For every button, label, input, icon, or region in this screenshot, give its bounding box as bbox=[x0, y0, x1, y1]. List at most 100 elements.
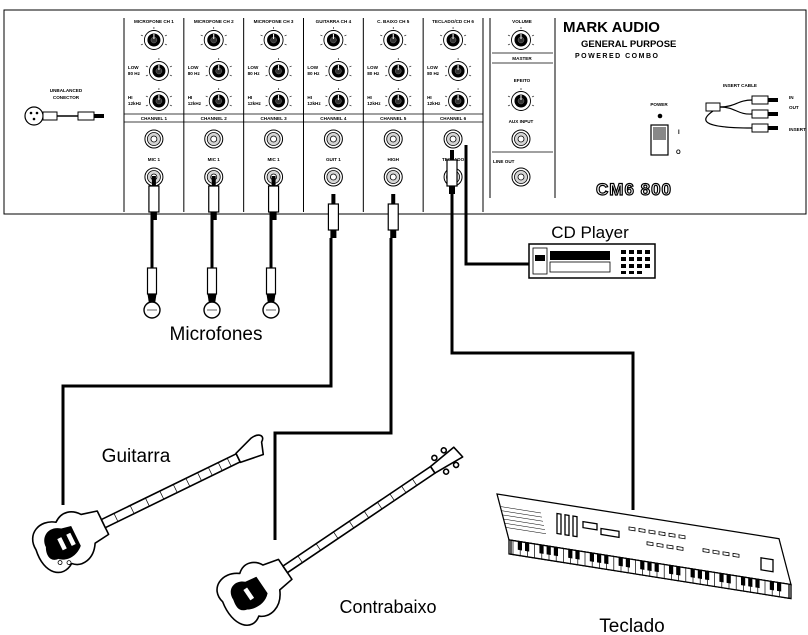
cable-guitar bbox=[61, 238, 333, 505]
contrabaixo-label: Contrabaixo bbox=[339, 597, 436, 617]
line-out-jack[interactable] bbox=[511, 167, 531, 187]
channel-source-label: C. BAIXO CH 5 bbox=[377, 19, 410, 24]
channel-footer-label: CHANNEL 2 bbox=[201, 116, 228, 121]
insert-out-label: OUT bbox=[789, 105, 799, 110]
insert-jack[interactable] bbox=[204, 129, 224, 149]
master-label: MASTER bbox=[512, 56, 532, 61]
input-label: MIC 1 bbox=[148, 157, 161, 162]
cd-player-icon bbox=[528, 243, 656, 279]
cable-keyboard bbox=[450, 185, 635, 510]
insert-jack[interactable] bbox=[443, 129, 463, 149]
microphone-2-icon bbox=[203, 267, 221, 319]
insert-cable: INSERT CABLE IN OUT INSERT bbox=[705, 83, 806, 133]
guitarra-label: Guitarra bbox=[102, 446, 171, 467]
input-label: GUIT 1 bbox=[326, 157, 341, 162]
branding: MARK AUDIO GENERAL PURPOSE POWERED COMBO… bbox=[563, 19, 676, 200]
channel-footer-label: CHANNEL 3 bbox=[260, 116, 287, 121]
low-freq-label: 80 Hz bbox=[427, 71, 440, 76]
low-label: LOW bbox=[427, 65, 438, 70]
volume-label: VOLUME bbox=[512, 19, 532, 24]
cd-player bbox=[528, 243, 656, 279]
hi-freq-label: 12kHz bbox=[248, 101, 262, 106]
insert-in-label: IN bbox=[789, 95, 794, 100]
low-freq-label: 80 Hz bbox=[248, 71, 261, 76]
low-label: LOW bbox=[128, 65, 139, 70]
mixer-panel bbox=[3, 9, 807, 215]
insert-jack[interactable] bbox=[144, 129, 164, 149]
channel-source-label: GUITARRA CH 4 bbox=[316, 19, 352, 24]
hi-label: HI bbox=[248, 95, 253, 100]
input-label: HIGH bbox=[387, 157, 399, 162]
hi-label: HI bbox=[367, 95, 372, 100]
microphone-1-icon bbox=[143, 267, 161, 319]
microfones-label: Microfones bbox=[170, 324, 263, 345]
cable-bass bbox=[273, 238, 393, 540]
insert-jack[interactable] bbox=[383, 129, 403, 149]
channel-source-label: MICROFONE CH 2 bbox=[194, 19, 234, 24]
insert-jack[interactable] bbox=[323, 129, 343, 149]
effect-label: EFEITO bbox=[514, 78, 531, 83]
power-led bbox=[657, 113, 663, 119]
cable-cd bbox=[464, 145, 532, 266]
channel-footer-label: CHANNEL 4 bbox=[320, 116, 347, 121]
insert-plug-icon bbox=[705, 102, 721, 112]
hi-freq-label: 12kHz bbox=[427, 101, 441, 106]
hi-label: HI bbox=[307, 95, 312, 100]
xlr-icon bbox=[24, 106, 44, 126]
model-number: CM6 800 bbox=[596, 180, 672, 199]
hi-freq-label: 12kHz bbox=[128, 101, 142, 106]
hi-label: HI bbox=[128, 95, 133, 100]
channel-footer-label: CHANNEL 6 bbox=[440, 116, 467, 121]
microphone-3-icon bbox=[262, 267, 280, 319]
master-section: VOLUME MASTER EFEITO AUX INPUT LINE OUT bbox=[489, 18, 556, 198]
channel-source-label: MICROFONE CH 3 bbox=[254, 19, 294, 24]
power-off-label: O bbox=[676, 150, 681, 156]
input-label: MIC 1 bbox=[267, 157, 280, 162]
insert-cable-label: INSERT CABLE bbox=[723, 83, 757, 88]
cd-player-label: CD Player bbox=[551, 223, 629, 242]
aux-input-label: AUX INPUT bbox=[509, 119, 534, 124]
brand-subtitle-2: POWERED COMBO bbox=[575, 53, 659, 60]
insert-jack[interactable] bbox=[264, 129, 284, 149]
low-freq-label: 80 Hz bbox=[128, 71, 141, 76]
microphones bbox=[143, 267, 280, 319]
low-freq-label: 80 Hz bbox=[307, 71, 320, 76]
low-freq-label: 80 Hz bbox=[367, 71, 380, 76]
input-label: MIC 1 bbox=[208, 157, 221, 162]
input-jack[interactable] bbox=[383, 167, 403, 187]
channel-source-label: TECLADO/CD CH 6 bbox=[432, 19, 474, 24]
brand-subtitle: GENERAL PURPOSE bbox=[581, 39, 676, 50]
bass-icon bbox=[216, 446, 464, 626]
unbalanced-label-1: UNBALANCED bbox=[50, 88, 83, 93]
aux-input-jack[interactable] bbox=[511, 129, 531, 149]
low-label: LOW bbox=[248, 65, 259, 70]
hi-label: HI bbox=[188, 95, 193, 100]
channel-source-label: MICROFONE CH 1 bbox=[134, 19, 174, 24]
power-section: POWER I O bbox=[650, 102, 681, 156]
power-label: POWER bbox=[650, 102, 668, 107]
low-label: LOW bbox=[307, 65, 318, 70]
hi-freq-label: 12kHz bbox=[307, 101, 321, 106]
low-label: LOW bbox=[188, 65, 199, 70]
unbalanced-connector: UNBALANCED CONECTOR bbox=[24, 88, 104, 126]
insert-insert-label: INSERT bbox=[789, 127, 806, 132]
keyboard-icon bbox=[496, 493, 792, 600]
line-out-label: LINE OUT bbox=[493, 159, 515, 164]
hi-label: HI bbox=[427, 95, 432, 100]
low-label: LOW bbox=[367, 65, 378, 70]
brand-name: MARK AUDIO bbox=[563, 19, 660, 36]
channel-footer-label: CHANNEL 5 bbox=[380, 116, 407, 121]
hi-freq-label: 12kHz bbox=[367, 101, 381, 106]
low-freq-label: 80 Hz bbox=[188, 71, 201, 76]
power-on-label: I bbox=[678, 130, 680, 136]
teclado-label: Teclado bbox=[599, 616, 665, 635]
input-jack[interactable] bbox=[323, 167, 343, 187]
unbalanced-label-2: CONECTOR bbox=[53, 95, 80, 100]
hi-freq-label: 12kHz bbox=[188, 101, 202, 106]
